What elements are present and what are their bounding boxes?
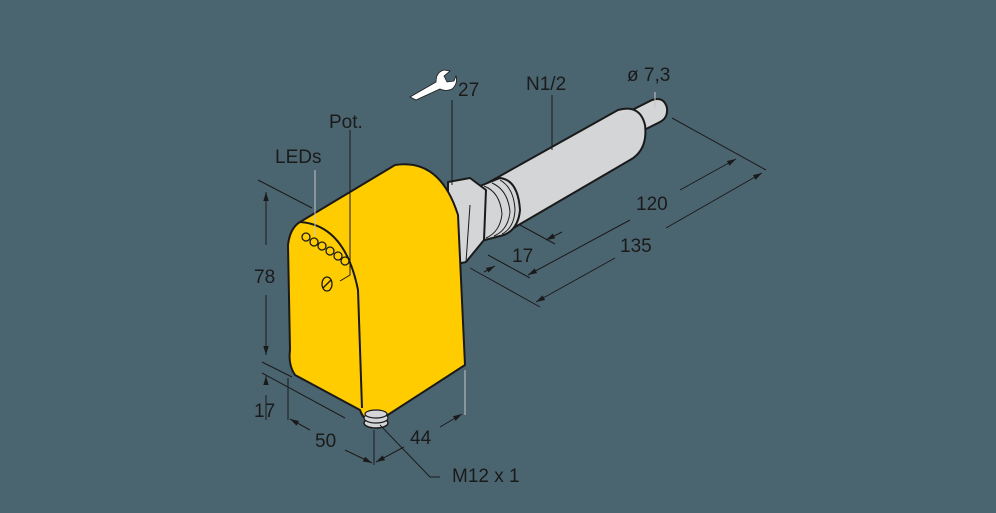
wrench-icon xyxy=(409,69,457,101)
led-icon xyxy=(325,246,335,256)
probe-diameter-label: ø 7,3 xyxy=(627,65,670,86)
sensor-housing xyxy=(287,130,466,423)
potentiometer-icon xyxy=(321,276,333,292)
led-indicators xyxy=(301,232,350,266)
width-dim-label: 50 xyxy=(315,431,336,452)
thread-length-dim-label: 17 xyxy=(512,246,533,267)
m12-connector xyxy=(363,409,440,478)
depth-dim-arrow xyxy=(439,413,463,428)
total-length-dim-arrow xyxy=(665,172,763,229)
dimension-lines xyxy=(257,92,767,465)
led-icon xyxy=(309,237,319,247)
pot-label: Pot. xyxy=(329,112,363,133)
connector-leader-line xyxy=(379,424,440,478)
leds-label: LEDs xyxy=(275,147,321,168)
led-icon xyxy=(301,232,311,242)
thread-length-dim-arrow xyxy=(545,231,563,241)
led-icon xyxy=(333,251,343,261)
led-icon xyxy=(340,256,350,266)
width-dim-arrow xyxy=(289,418,311,431)
wrench-size-label: 27 xyxy=(458,80,479,101)
probe-length-dim-label: 120 xyxy=(636,194,668,215)
connector-label: M12 x 1 xyxy=(452,466,520,487)
base-offset-dim-label: 17 xyxy=(254,401,275,422)
thread-label: N1/2 xyxy=(526,74,566,95)
total-length-dim-label: 135 xyxy=(620,236,652,257)
led-icon xyxy=(317,241,327,251)
height-dim-label: 78 xyxy=(254,267,275,288)
pot-leader-line xyxy=(339,130,351,282)
probe-length-dim-arrow xyxy=(679,158,737,191)
depth-dim-label: 44 xyxy=(410,428,432,449)
